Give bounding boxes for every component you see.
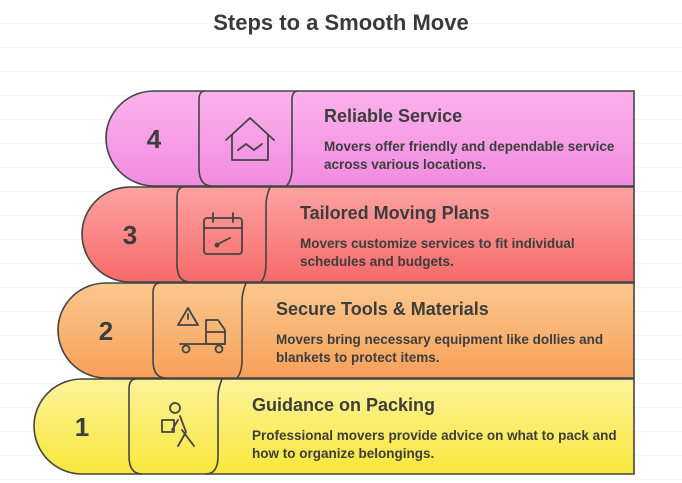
step-3-text: Tailored Moving Plans Movers customize s… [300, 202, 620, 271]
step-1: 1 [33, 378, 635, 475]
house-handshake-icon [225, 117, 275, 161]
step-3-description: Movers customize services to fit individ… [300, 236, 575, 269]
step-4-title: Reliable Service [324, 106, 463, 126]
step-3-title: Tailored Moving Plans [300, 203, 490, 223]
step-4-tab [198, 90, 299, 191]
step-2: 2 [57, 282, 635, 385]
step-1-tab [128, 378, 223, 475]
step-1-title: Guidance on Packing [252, 395, 436, 415]
step-1-number: 1 [75, 412, 89, 442]
step-3-band [81, 186, 635, 283]
step-4-band [105, 90, 635, 187]
step-4-number: 4 [147, 124, 162, 154]
warning-truck-icon [177, 307, 226, 354]
step-1-text: Guidance on Packing Professional movers … [252, 394, 624, 463]
step-4-description: Movers offer friendly and dependable ser… [324, 139, 615, 172]
calendar-icon [203, 212, 243, 255]
step-3-number: 3 [123, 220, 137, 250]
page-title: Steps to a Smooth Move [213, 10, 469, 35]
step-1-band [33, 378, 635, 475]
step-2-band [57, 282, 635, 379]
step-4-text: Reliable Service Movers offer friendly a… [324, 105, 624, 174]
step-2-number: 2 [99, 316, 113, 346]
person-carrying-box-icon [161, 402, 195, 447]
step-1-description: Professional movers provide advice on wh… [252, 428, 617, 461]
step-3: 3 [81, 186, 635, 289]
step-2-description: Movers bring necessary equipment like do… [276, 332, 604, 365]
step-2-text: Secure Tools & Materials Movers bring ne… [276, 298, 616, 367]
step-2-title: Secure Tools & Materials [276, 299, 489, 319]
step-4: 4 [105, 90, 635, 191]
